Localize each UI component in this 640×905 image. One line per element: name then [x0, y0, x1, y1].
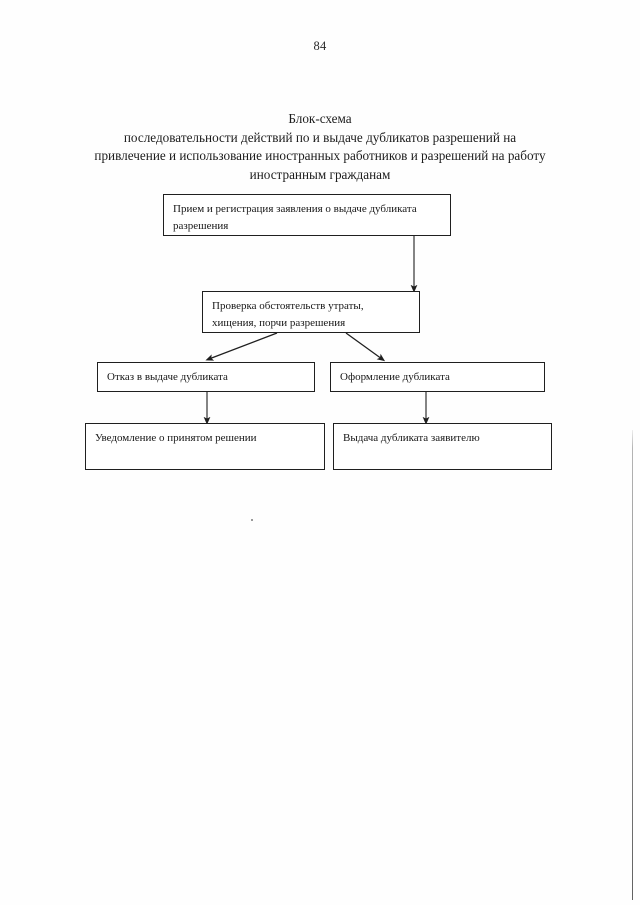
scan-artifact-line	[632, 430, 633, 900]
flow-node-intake: Прием и регистрация заявления о выдаче д…	[163, 194, 451, 236]
flow-node-intake-line-2: разрешения	[173, 219, 229, 232]
flow-node-notify-line-1: Уведомление о принятом решении	[95, 432, 257, 444]
flow-node-issue: Оформление дубликата	[330, 362, 545, 392]
edge-check-to-refusal	[205, 332, 278, 361]
flow-node-issue-line-1: Оформление дубликата	[340, 371, 450, 383]
flow-node-refusal-line-1: Отказ в выдаче дубликата	[107, 371, 228, 383]
flow-node-check: Проверка обстоятельств утраты, хищения, …	[202, 291, 420, 333]
flow-node-check-line-1: Проверка обстоятельств утраты,	[212, 300, 364, 312]
scan-artifact-speck	[251, 519, 253, 521]
flow-node-intake-line-1: Прием и регистрация заявления о выдаче д…	[173, 203, 417, 215]
flow-node-deliver-line-1: Выдача дубликата заявителю	[343, 432, 480, 444]
title-line-4: иностранным гражданам	[249, 166, 391, 182]
flow-node-notify: Уведомление о принятом решении	[85, 423, 325, 470]
flow-node-deliver: Выдача дубликата заявителю	[333, 423, 552, 470]
page-number: 84	[313, 39, 327, 53]
edge-check-to-issue	[345, 332, 386, 362]
flow-node-refusal: Отказ в выдаче дубликата	[97, 362, 315, 392]
title-line-1: Блок-схема	[288, 111, 352, 126]
flow-node-check-line-2: хищения, порчи разрешения	[212, 316, 346, 329]
title-line-2: последовательности действий по и выдаче …	[123, 129, 517, 145]
document-title: Блок-схема последовательности действий п…	[46, 110, 594, 184]
title-line-3: привлечение и использование иностранных …	[94, 148, 546, 164]
